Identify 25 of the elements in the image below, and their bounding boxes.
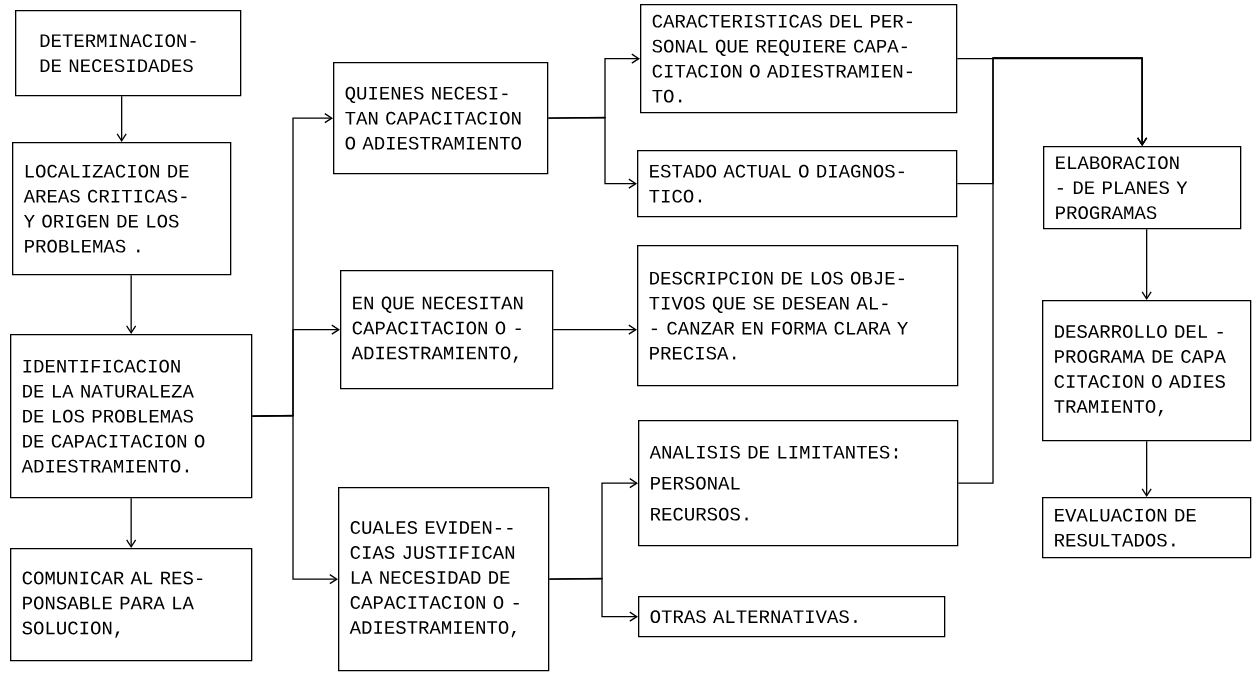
arrow — [548, 577, 638, 622]
arrow — [957, 57, 1148, 484]
arrow — [1141, 228, 1152, 300]
process-box: ELABORACION - DE PLANES Y PROGRAMAS — [1043, 146, 1242, 230]
arrow — [116, 95, 127, 142]
process-box: DESARROLLO DEL - PROGRAMA DE CAPA CITACION O ADIES TRAMIENTO, — [1042, 300, 1252, 442]
process-box: EN QUE NECESITAN CAPACITACION O - ADIESTRAMIENTO, — [340, 270, 554, 390]
arrow — [126, 274, 137, 334]
process-box: CUALES EVIDEN-- CIAS JUSTIFICAN LA NECESIDAD DE CAPACITACION O - ADIESTRAMIENTO, — [338, 487, 550, 672]
process-box: EVALUACION DE RESULTADOS. — [1042, 497, 1252, 559]
process-box: QUIENES NECESI- TAN CAPACITACION O ADIESTRAMIENTO — [333, 62, 549, 175]
arrow — [552, 324, 637, 335]
process-box: DESCRIPCION DE LOS OBJE- TIVOS QUE SE DESEAN AL-- CANZAR EN FORMA CLARA Y PRECISA. — [637, 245, 959, 387]
arrow — [1141, 440, 1152, 497]
process-box: CARACTERISTICAS DEL PER- SONAL QUE REQUIERE CAPA- CITACION O ADIESTRAMIEN- TO. — [640, 4, 958, 114]
process-box: LOCALIZACION DE AREAS CRITICAS- Y ORIGEN DE LOS PROBLEMAS . — [12, 142, 232, 276]
arrow — [126, 497, 137, 548]
arrow — [547, 116, 637, 189]
process-box: OTRAS ALTERNATIVAS. — [638, 596, 946, 638]
process-box: DETERMINACION- DE NECESIDADES — [15, 10, 242, 97]
arrow — [251, 414, 338, 585]
process-box: ESTADO ACTUAL O DIAGNOS- TICO. — [637, 150, 958, 218]
process-box: ANALISIS DE LIMITANTES: PERSONAL RECURSOS. — [638, 420, 959, 547]
process-box: COMUNICAR AL RES- PONSABLE PARA LA SOLUCION, — [10, 548, 253, 662]
process-box: IDENTIFICACION DE LA NATURALEZA DE LOS PROBLEMAS DE CAPACITACION O ADIESTRAMIENTO. — [10, 334, 253, 499]
